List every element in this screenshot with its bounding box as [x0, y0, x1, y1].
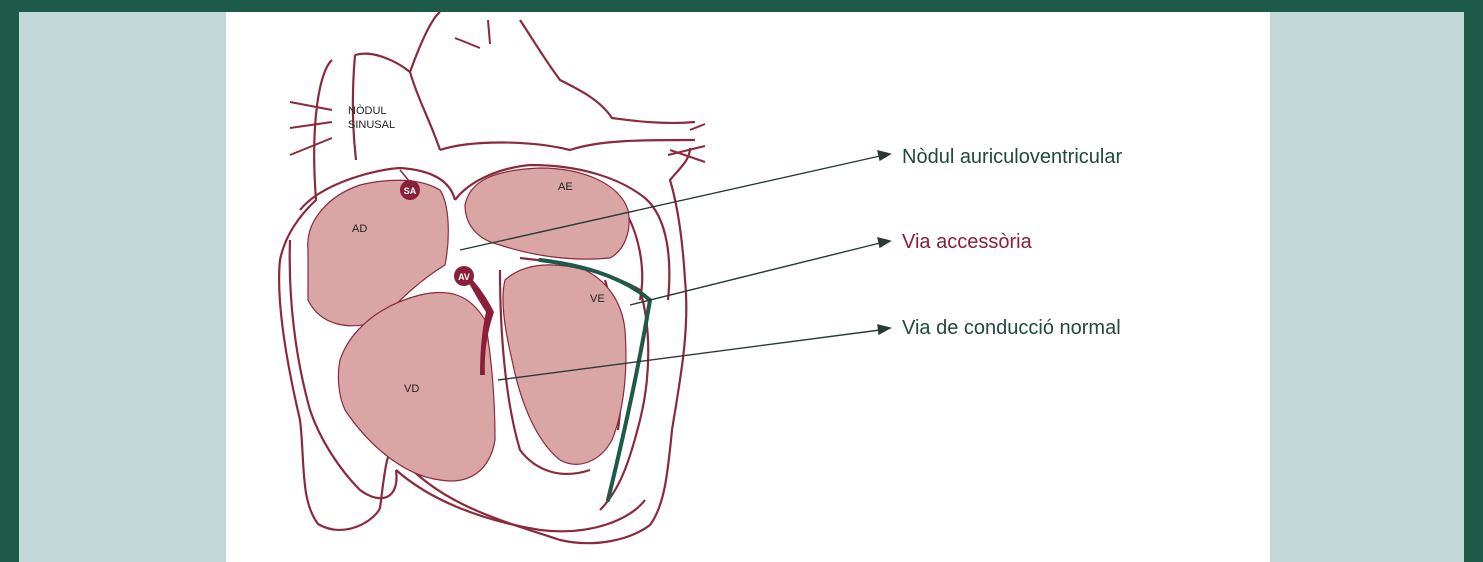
heart-chambers — [308, 168, 629, 481]
callout-normal-path: Via de conducció normal — [902, 317, 1121, 339]
label-vi: VE — [590, 293, 605, 305]
label-ad: AD — [352, 223, 367, 235]
svg-text:AV: AV — [458, 272, 470, 282]
callout-accessory-path: Via accessòria — [902, 231, 1033, 253]
label-sinus-node-line1: NÒDUL — [348, 104, 387, 117]
av-node: AV — [454, 266, 474, 286]
label-vd: VD — [404, 383, 419, 395]
svg-text:SA: SA — [404, 186, 417, 196]
label-ai: AE — [558, 181, 573, 193]
left-atrium — [465, 168, 629, 259]
left-ventricle — [503, 265, 626, 464]
label-sinus-node-line2: SINUSAL — [348, 119, 395, 131]
sa-node: SA — [400, 180, 420, 200]
callout-av-node: Nòdul auriculoventricular — [902, 146, 1122, 168]
